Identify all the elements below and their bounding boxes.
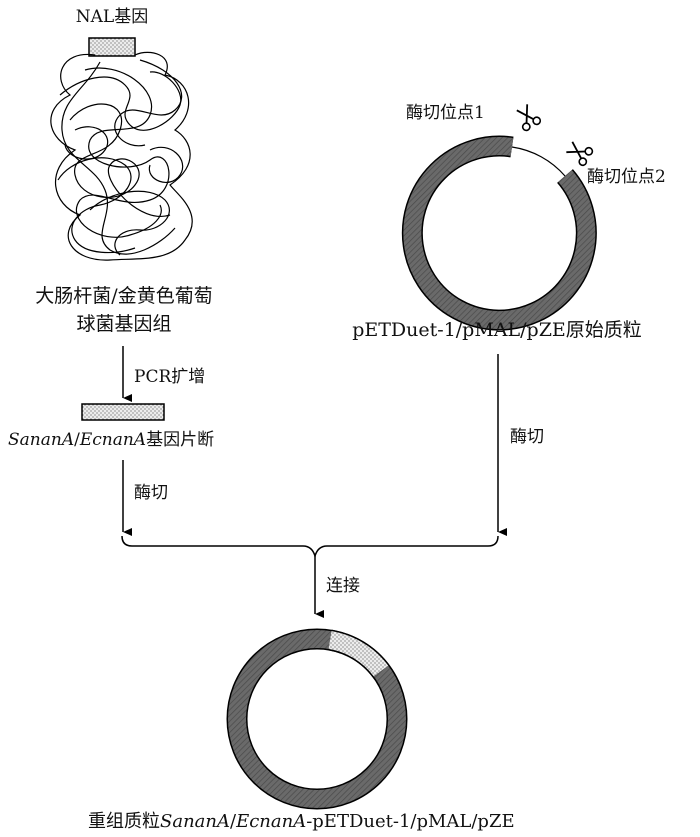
gene-fragment-label: SananA/EcnanA基因片断 [8,430,214,450]
genome-label-line2: 球菌基因组 [76,313,171,335]
ligation-label: 连接 [326,576,360,596]
merge-brace [121,535,499,559]
left-digest-label: 酶切 [134,483,168,503]
recombinant-plasmid-label: 重组质粒SananA/EcnanA-pETDuet-1/pMAL/pZE [88,811,515,832]
right-digest-label: 酶切 [510,427,544,447]
original-plasmid [401,135,597,331]
bacterial-genome-tangle [50,51,193,261]
genome-label-line1: 大肠杆菌/金黄色葡萄 [35,285,212,307]
nal-gene-box [88,37,136,57]
nal-gene-label: NAL基因 [76,7,148,27]
site2-label: 酶切位点2 [587,167,666,187]
gene-fragment-box [81,403,165,421]
scissors-icon [516,104,542,132]
site1-label: 酶切位点1 [406,103,485,123]
original-plasmid-label: pETDuet-1/pMAL/pZE原始质粒 [352,319,642,341]
recombinant-plasmid [226,628,408,810]
pcr-label: PCR扩增 [134,367,205,387]
scissors-icon [566,141,594,167]
